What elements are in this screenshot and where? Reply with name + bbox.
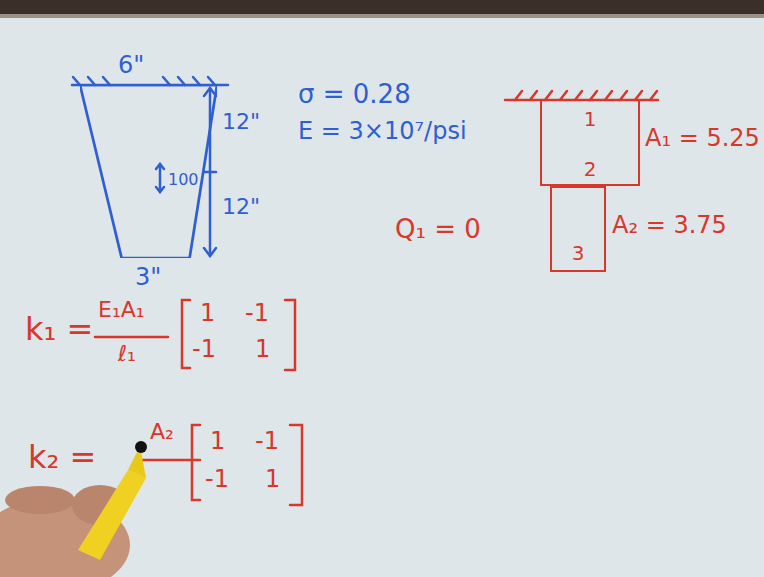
dimension: 3" xyxy=(135,264,161,290)
matrix-entry: 1 xyxy=(265,466,280,492)
matrix-entry: -1 xyxy=(192,336,216,362)
stiffness-symbol: k₂ = xyxy=(28,440,96,475)
node-number: 1 xyxy=(584,108,597,130)
stepped-bar-sketch xyxy=(505,91,658,100)
board-frame-edge xyxy=(0,14,764,18)
area-value: A₁ = 5.25 xyxy=(645,125,760,151)
material-property: σ = 0.28 xyxy=(298,80,411,109)
fraction-numerator: E₁A₁ xyxy=(98,298,145,322)
hand-with-marker xyxy=(0,441,147,577)
stiffness-symbol: k₁ = xyxy=(25,312,93,347)
board-frame xyxy=(0,0,764,14)
matrix-entry: 1 xyxy=(200,300,215,326)
matrix-entry: -1 xyxy=(255,428,279,454)
fraction-numerator: A₂ xyxy=(150,420,174,444)
area-value: A₂ = 3.75 xyxy=(612,212,727,238)
matrix-entry: -1 xyxy=(205,466,229,492)
element-1-box: 12 xyxy=(540,100,640,186)
material-property: E = 3×10⁷/psi xyxy=(298,118,467,144)
node-number: 2 xyxy=(584,158,597,180)
node-number: 3 xyxy=(572,242,585,264)
dimension: 12" xyxy=(222,195,260,219)
element-2-box: 3 xyxy=(550,186,606,272)
boundary-condition: Q₁ = 0 xyxy=(395,215,481,244)
load-value: 100 xyxy=(168,171,217,189)
dimension: 6" xyxy=(118,52,144,78)
matrix-entry: 1 xyxy=(210,428,225,454)
dimension: 12" xyxy=(222,110,260,134)
matrix-entry: 1 xyxy=(255,336,270,362)
matrix-entry: -1 xyxy=(245,300,269,326)
tapered-bar: 100 xyxy=(80,85,217,258)
fraction-denominator: ℓ₁ xyxy=(118,342,136,366)
